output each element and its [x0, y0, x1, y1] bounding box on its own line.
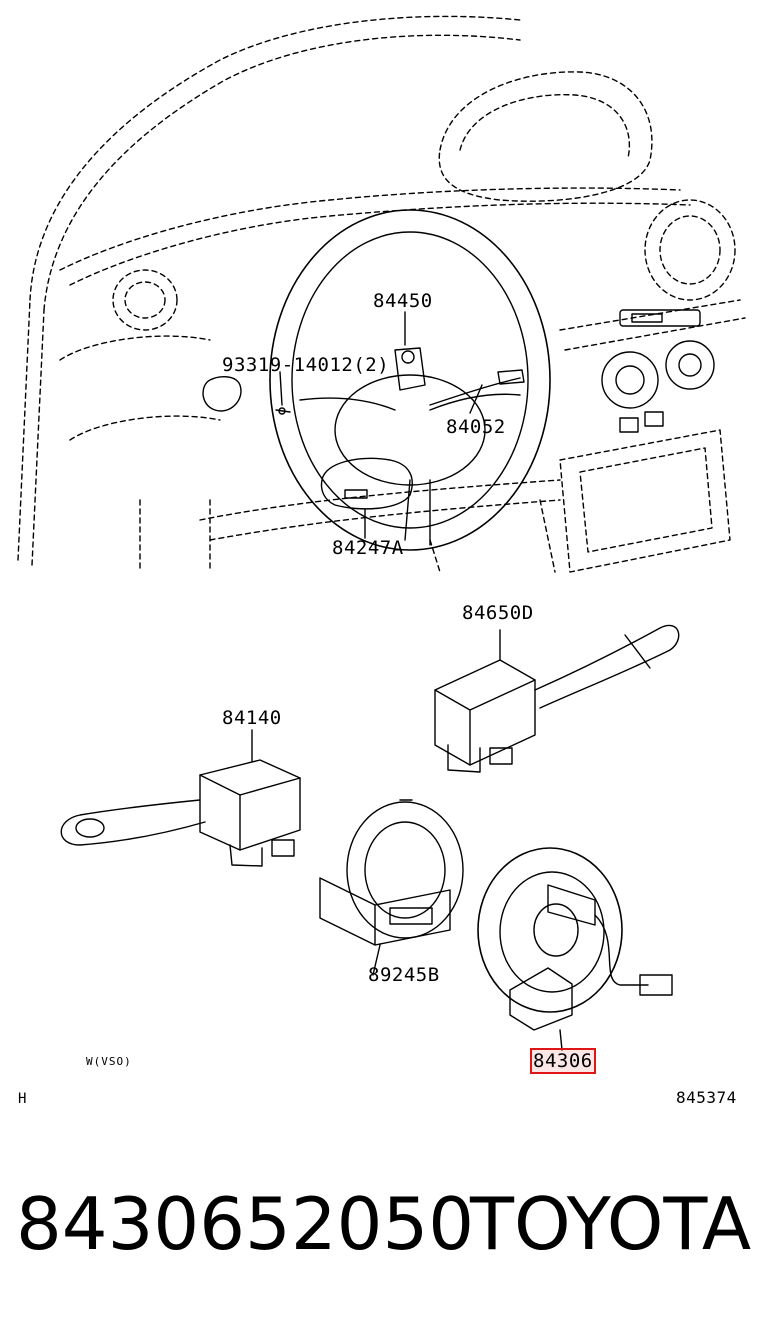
steering-wheel-drawing — [202, 209, 551, 551]
part-label-84052: 84052 — [446, 416, 506, 438]
part-number-text: 8430652050 — [16, 1182, 475, 1266]
part-label-93319-14012: 93319-14012(2) — [222, 354, 390, 376]
part-label-84247A: 84247A — [332, 537, 404, 559]
part-label-84140: 84140 — [222, 707, 282, 729]
brand-text: TOYOTA — [470, 1182, 752, 1266]
part-label-84450: 84450 — [373, 290, 433, 312]
switch-assemblies-drawing — [60, 624, 680, 1051]
dashboard-drawing — [17, 15, 746, 573]
diagram-ref-code: 845374 — [676, 1088, 737, 1107]
part-label-84306-highlighted: 84306 — [530, 1048, 596, 1074]
corner-mark-h: H — [18, 1091, 28, 1107]
note-wvso: W(VSO) — [86, 1055, 132, 1068]
part-label-84650D: 84650D — [462, 602, 534, 624]
part-label-89245B: 89245B — [368, 964, 440, 986]
